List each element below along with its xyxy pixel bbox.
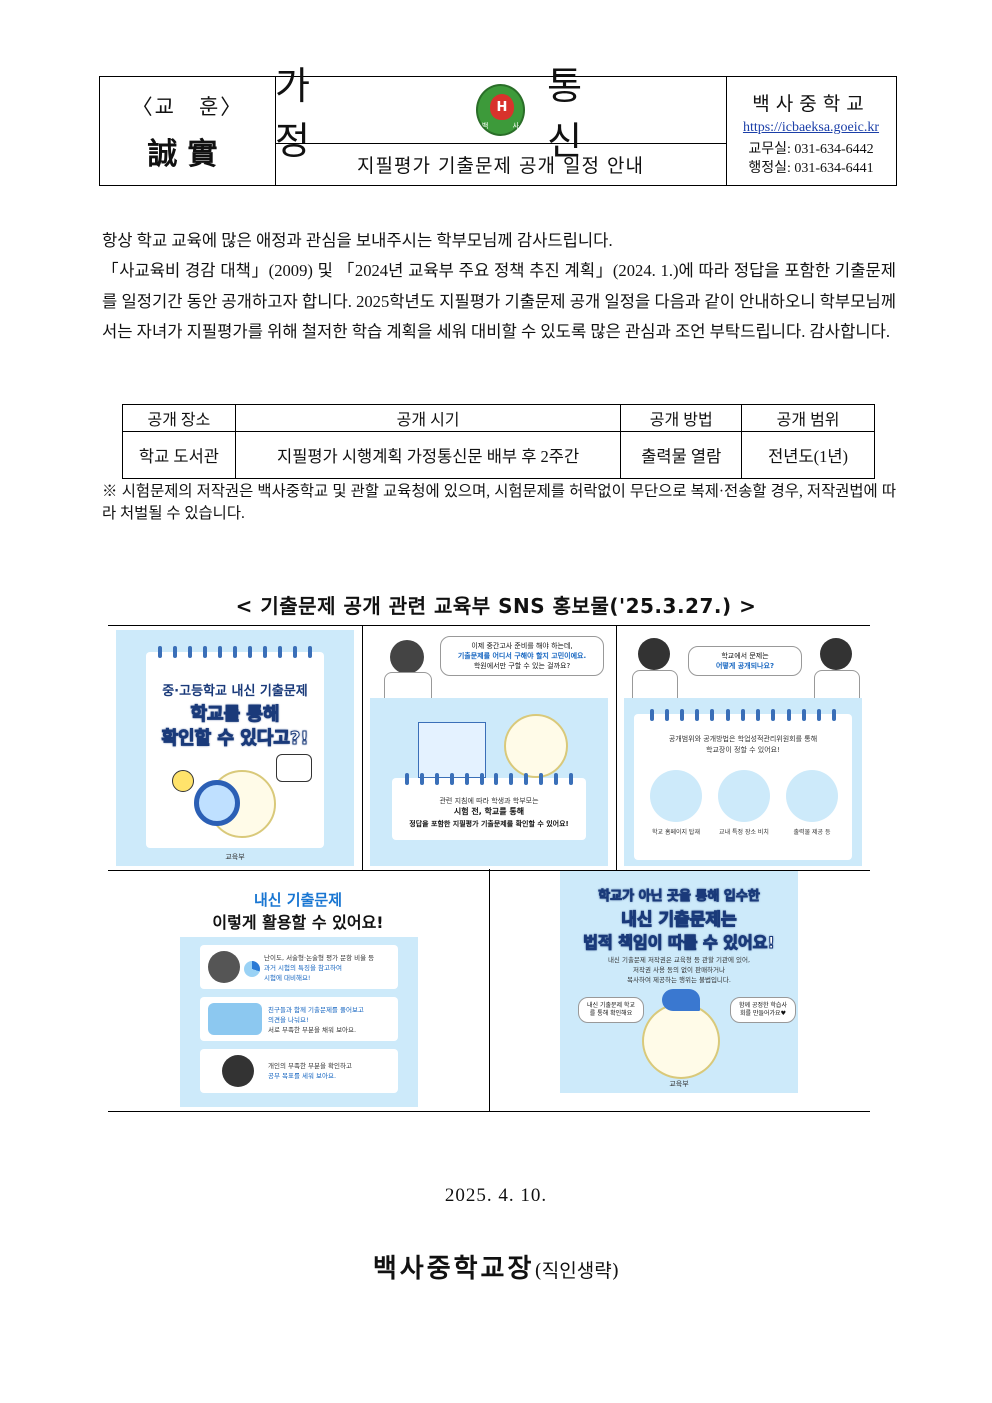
mascot-icon (504, 714, 568, 778)
school-logo-icon: H 백 사 (475, 84, 526, 136)
school-icon (718, 770, 770, 822)
speech-bubble: 내신 기출문제 학교를 통해 확인해요 (578, 997, 644, 1023)
sns-section-title: < 기출문제 공개 관련 교육부 SNS 홍보물('25.3.27.) > (235, 594, 757, 618)
sns-panel-3: 학교에서 문제는 어떻게 공개되나요? 공개범위와 공개방법은 학업성적관리위원… (624, 630, 862, 866)
phone-admin: 행정실: 031-634-6441 (748, 161, 874, 176)
signature: 백사중학교장(직인생략) (0, 1248, 992, 1285)
speech-bubble: 이제 중간고사 준비를 해야 하는데, 기출문제를 어디서 구해야 할지 고민이… (440, 636, 604, 676)
teacher-body (814, 670, 860, 700)
table-header: 공개 시기 (234, 404, 622, 432)
sns-panel-5: 학교가 아닌 곳을 통해 입수한 내신 기출문제는 법적 책임이 따를 수 있어… (560, 871, 798, 1093)
pie-chart-icon (244, 961, 260, 977)
table-header-row: 공개 장소 공개 시기 공개 방법 공개 범위 (122, 404, 875, 432)
title-left: 가 정 (275, 64, 346, 163)
copyright-note: ※ 시험문제의 저작권은 백사중학교 및 관할 교육청에 있으며, 시험문제를 … (102, 483, 896, 522)
document-title: 가 정 H 백 사 통 신 (275, 64, 726, 163)
document-icon (786, 770, 838, 822)
speech-bubble: 학교에서 문제는 어떻게 공개되나요? (688, 646, 802, 676)
leaf-icon (662, 989, 700, 1011)
sns-grid-bottom: 내신 기출문제 이렇게 활용할 수 있어요! 난이도, 서술형·논술형 평가 문… (108, 869, 870, 1112)
panel-1-line2: 학교를 통해 (190, 704, 280, 726)
student-body (384, 672, 432, 700)
mascot-icon (642, 1003, 720, 1079)
student-studying-icon (222, 1055, 254, 1087)
letterhead: 〈교 훈〉 誠實 가 정 H 백 사 통 신 지필평가 기출문제 공개 일정 안… (99, 64, 897, 186)
table-header: 공개 장소 (122, 404, 236, 432)
school-building-icon (418, 722, 486, 778)
student-icon (390, 640, 424, 674)
panel-4-title2: 이렇게 활용할 수 있어요! (212, 913, 384, 932)
panel-1-line3: 확인할 수 있다고?! (161, 728, 309, 750)
motto-cell: 〈교 훈〉 誠實 (100, 77, 276, 185)
school-icon (276, 754, 312, 782)
schedule-table: 공개 장소 공개 시기 공개 방법 공개 범위 학교 도서관 지필평가 시행계획… (122, 404, 875, 479)
notice-subtitle: 지필평가 기출문제 공개 일정 안내 (357, 155, 644, 177)
title-cell: 가 정 H 백 사 통 신 지필평가 기출문제 공개 일정 안내 (275, 64, 727, 185)
panel-4-title1: 내신 기출문제 (253, 891, 343, 909)
brand-label: 교육부 (225, 853, 245, 861)
greeting: 항상 학교 교육에 많은 애정과 관심을 보내주시는 학부모님께 감사드립니다. (102, 231, 613, 250)
lightbulb-icon (172, 770, 194, 792)
table-cell: 전년도(1년) (741, 431, 875, 479)
sns-panel-4: 내신 기출문제 이렇게 활용할 수 있어요! 난이도, 서술형·논술형 평가 문… (112, 871, 484, 1107)
intro-text: 항상 학교 교육에 많은 애정과 관심을 보내주시는 학부모님께 감사드립니다.… (102, 226, 896, 348)
panel-5-title2: 내신 기출문제는 (621, 910, 737, 931)
table-cell: 지필평가 시행계획 가정통신문 배부 후 2주간 (234, 431, 622, 479)
school-url-link[interactable]: https://icbaeksa.goeic.kr (742, 120, 880, 135)
table-cell: 학교 도서관 (122, 431, 236, 479)
table-header: 공개 범위 (741, 404, 875, 432)
title-right: 통 신 (547, 64, 619, 163)
issue-date: 2025. 4. 10. (444, 1185, 548, 1206)
school-info-cell: 백사중학교 https://icbaeksa.goeic.kr 교무실: 031… (726, 77, 896, 185)
table-row: 학교 도서관 지필평가 시행계획 가정통신문 배부 후 2주간 출력물 열람 전… (122, 431, 875, 479)
students-group-icon (208, 1003, 262, 1035)
sns-grid-top: 중·고등학교 내신 기출문제 학교를 통해 확인할 수 있다고?! 교육부 이제… (108, 625, 870, 871)
school-name: 백사중학교 (752, 93, 870, 115)
student-body (632, 670, 678, 700)
panel-1-line1: 중·고등학교 내신 기출문제 (162, 684, 308, 699)
panel-5-title3: 법적 책임이 따를 수 있어요! (583, 933, 776, 953)
brand-label: 교육부 (669, 1080, 689, 1088)
magnifier-icon (194, 780, 240, 826)
laptop-icon (650, 770, 702, 822)
school-motto: 誠實 (147, 137, 228, 172)
table-header: 공개 방법 (620, 404, 743, 432)
seal-omitted: (직인생략) (534, 1260, 620, 1282)
phone-office: 교무실: 031-634-6442 (748, 142, 874, 157)
announcement: 「사교육비 경감 대책」(2009) 및 「2024년 교육부 주요 정책 추진… (102, 261, 896, 342)
teacher-icon (820, 638, 852, 670)
student-girl-icon (638, 638, 670, 670)
sns-panel-1: 중·고등학교 내신 기출문제 학교를 통해 확인할 수 있다고?! 교육부 (116, 630, 354, 866)
panel-5-title1: 학교가 아닌 곳을 통해 입수한 (598, 889, 760, 905)
motto-label: 〈교 훈〉 (131, 95, 244, 119)
principal-title: 백사중학교장 (372, 1254, 535, 1284)
student-icon (208, 951, 240, 983)
speech-bubble: 함께 공정한 학습사회를 만들어가요♥ (730, 997, 796, 1023)
table-cell: 출력물 열람 (620, 431, 743, 479)
sns-panel-2: 이제 중간고사 준비를 해야 하는데, 기출문제를 어디서 구해야 할지 고민이… (370, 630, 608, 866)
